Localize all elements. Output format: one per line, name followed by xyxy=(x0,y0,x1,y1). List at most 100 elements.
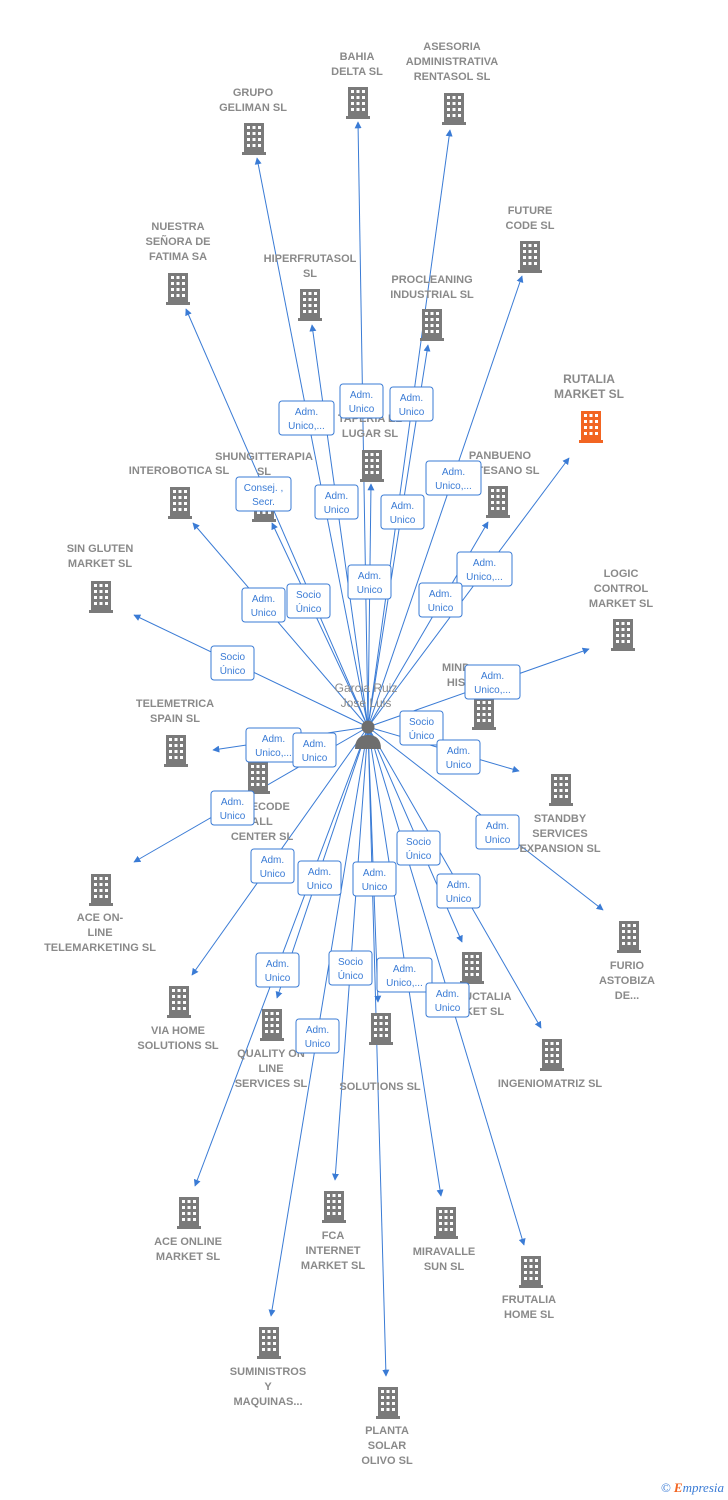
building-icon xyxy=(434,1207,458,1239)
relation-label[interactable]: Adm.Unico,... xyxy=(376,957,433,993)
relation-label[interactable]: Adm. Unico xyxy=(292,732,337,768)
building-icon xyxy=(89,581,113,613)
relation-label[interactable]: Adm.Unico xyxy=(475,814,520,850)
company-label-telemetrica: TELEMETRICA xyxy=(136,698,214,710)
relation-text: Socio xyxy=(409,717,434,728)
building-icon xyxy=(540,1039,564,1071)
company-node-bahia[interactable]: BAHIA DELTA SL xyxy=(331,51,383,119)
company-label-mind: HIS xyxy=(447,677,465,689)
relation-label[interactable]: Adm.Unico xyxy=(347,564,392,600)
company-label-bahia: BAHIA xyxy=(340,51,375,63)
relation-label[interactable]: Adm.Unico xyxy=(241,587,286,623)
relation-text: Consej. , xyxy=(244,483,283,494)
relation-label[interactable]: Adm.Unico xyxy=(210,790,255,826)
building-icon xyxy=(442,93,466,125)
company-label-procleaning: INDUSTRIAL SL xyxy=(390,289,474,301)
building-icon xyxy=(167,986,191,1018)
company-node-suministros[interactable]: SUMINISTROSYMAQUINAS... xyxy=(230,1327,306,1408)
relation-label[interactable]: Adm.Unico xyxy=(380,494,425,530)
relation-text: Adm. xyxy=(303,739,326,750)
company-node-solutions[interactable]: SOLUTIONS SL xyxy=(339,1013,421,1093)
edge-asesoria xyxy=(367,129,453,728)
relation-label[interactable]: Adm.Unico xyxy=(389,386,434,422)
company-label-logic: CONTROL xyxy=(594,583,649,595)
relation-label[interactable]: Adm.Unico xyxy=(418,582,463,618)
building-icon xyxy=(360,450,384,482)
relation-text: Adm. xyxy=(266,959,289,970)
edge-bahia xyxy=(354,121,369,728)
relation-text: Unico xyxy=(305,1039,331,1050)
relation-text: Adm. xyxy=(252,594,275,605)
relation-label[interactable]: Adm.Unico,... xyxy=(278,400,335,436)
relation-text: Unico xyxy=(485,835,511,846)
relation-label[interactable]: Adm. Unico xyxy=(314,484,359,520)
company-node-furio[interactable]: FURIOASTOBIZADE... xyxy=(599,921,655,1002)
relation-label[interactable]: Adm.Unico xyxy=(297,860,342,896)
relation-label[interactable]: Adm.Unico xyxy=(425,982,470,1018)
relation-label[interactable]: Adm.Unico xyxy=(436,873,481,909)
company-node-future[interactable]: FUTURE CODE SL xyxy=(506,205,555,273)
relation-label[interactable]: Adm.Unico xyxy=(250,848,295,884)
company-label-future: CODE SL xyxy=(506,220,555,232)
building-icon xyxy=(168,487,192,519)
building-icon xyxy=(322,1191,346,1223)
building-icon xyxy=(486,486,510,518)
relation-label[interactable]: Adm.Unico,... xyxy=(456,551,513,587)
relation-label[interactable]: Consej. ,Secr. xyxy=(235,476,292,512)
company-node-interobotica[interactable]: INTEROBOTICA SL xyxy=(129,465,230,519)
relation-label[interactable]: Adm.Unico xyxy=(255,952,300,988)
building-icon xyxy=(617,921,641,953)
relation-label[interactable]: Adm.Unico,... xyxy=(425,460,482,496)
relation-text: Adm. xyxy=(325,491,348,502)
relation-label[interactable]: Adm.Unico,... xyxy=(245,727,302,763)
company-label-frutalia: HOME SL xyxy=(504,1309,554,1321)
relation-label[interactable]: Adm.Unico xyxy=(339,383,384,419)
relation-text: Adm. xyxy=(221,797,244,808)
company-label-suministros: MAQUINAS... xyxy=(233,1396,302,1408)
relation-text: Unico xyxy=(428,603,454,614)
building-icon xyxy=(89,874,113,906)
relation-text: Socio xyxy=(296,590,321,601)
relation-text: Unico xyxy=(324,505,350,516)
relation-text: Unico xyxy=(390,515,416,526)
company-label-fca: INTERNET xyxy=(306,1245,361,1257)
relation-text: Unico xyxy=(349,404,375,415)
company-label-bahia: DELTA SL xyxy=(331,66,383,78)
relation-text: Único xyxy=(338,969,364,982)
relation-label[interactable]: Adm.Unico xyxy=(352,861,397,897)
empresia-credit: ©Empresia xyxy=(661,1480,724,1496)
relation-label[interactable]: Adm.Unico,... xyxy=(464,664,521,700)
relation-label[interactable]: Adm.Unico xyxy=(436,739,481,775)
company-label-future: FUTURE xyxy=(508,205,553,217)
company-node-ingeniomatriz[interactable]: INGENIOMATRIZ SL xyxy=(498,1039,603,1090)
relation-label[interactable]: Adm.Unico xyxy=(295,1018,340,1054)
relation-text: Unico xyxy=(302,753,328,764)
